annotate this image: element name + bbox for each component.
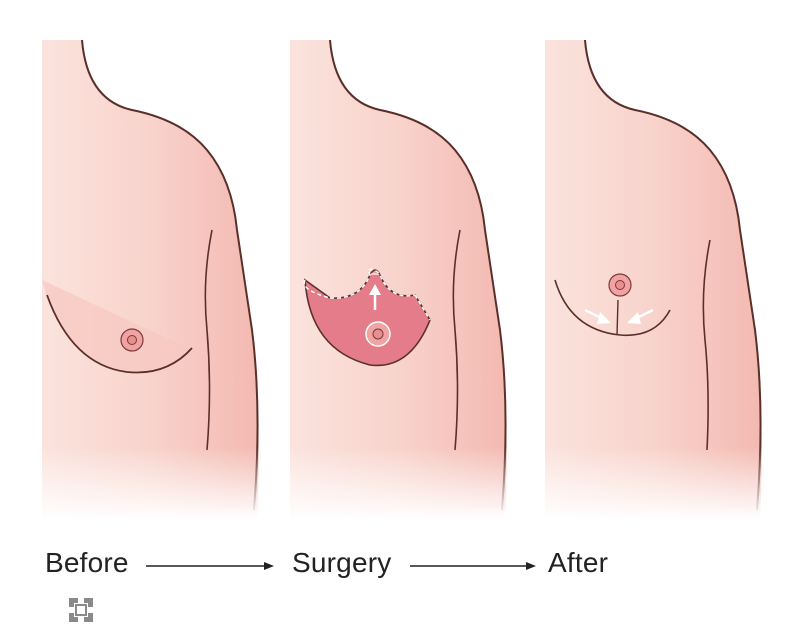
stage-label-surgery: Surgery xyxy=(292,547,392,578)
torso-surgery-drawing xyxy=(290,30,530,520)
before-illustration xyxy=(42,30,282,520)
stage-label-before: Before xyxy=(45,547,129,578)
arrow-right-icon xyxy=(410,562,536,570)
arrow-right-icon xyxy=(146,562,274,570)
after-illustration xyxy=(545,30,785,520)
surgery-illustration xyxy=(290,30,530,520)
stage-caption-row: Before Surgery After xyxy=(0,545,800,585)
brand-logo-icon xyxy=(69,598,93,622)
torso-before-drawing xyxy=(42,30,282,520)
torso-after-drawing xyxy=(545,30,785,520)
stage-label-after: After xyxy=(548,547,609,578)
